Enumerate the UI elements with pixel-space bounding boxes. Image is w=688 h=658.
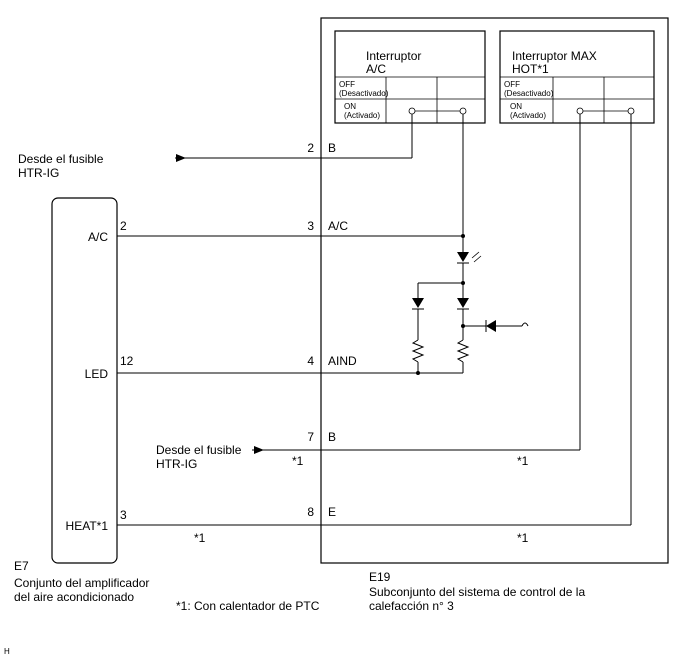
fuse-top-line1: Desde el fusible — [18, 152, 104, 166]
footnote: *1: Con calentador de PTC — [176, 599, 320, 613]
ac-switch-off: OFF — [339, 80, 355, 89]
amp-terminal-ac: A/C — [88, 230, 108, 244]
fuse-top-line2: HTR-IG — [18, 166, 59, 180]
fuse-bottom-line1: Desde el fusible — [156, 443, 242, 457]
ac-switch: Interruptor A/C OFF (Desactivado) ON (Ac… — [334, 30, 486, 124]
resistor-right-icon — [456, 339, 470, 363]
amplifier-name-1: Conjunto del amplificador — [14, 576, 149, 590]
note-pin7-right: *1 — [517, 454, 529, 468]
ac-switch-on-sub: (Activado) — [344, 111, 380, 120]
maxhot-switch-off: OFF — [504, 80, 520, 89]
control-name-1: Subconjunto del sistema de control de la — [369, 585, 585, 599]
side-diode-icon — [486, 320, 496, 332]
control-name-2: calefacción n° 3 — [369, 599, 454, 613]
diode-right-icon — [457, 298, 469, 308]
maxhot-switch-title-1: Interruptor MAX — [512, 49, 597, 63]
ctrl-pin-7: 7 — [307, 430, 314, 444]
ctrl-pin-8: 8 — [307, 505, 314, 519]
note-pin8-left: *1 — [194, 531, 206, 545]
amplifier-name-2: del aire acondicionado — [14, 590, 134, 604]
amplifier-box — [51, 197, 118, 564]
amplifier-code: E7 — [14, 559, 29, 573]
resistor-left-icon — [411, 339, 425, 363]
amp-terminal-led: LED — [85, 367, 109, 381]
ac-switch-title-2: A/C — [366, 62, 386, 76]
note-pin8-right: *1 — [517, 531, 529, 545]
ac-switch-on: ON — [344, 102, 356, 111]
maxhot-switch-on-sub: (Activado) — [510, 111, 546, 120]
ctrl-label-b1: B — [328, 141, 336, 155]
ctrl-label-b2: B — [328, 430, 336, 444]
ac-switch-title-1: Interruptor — [366, 49, 421, 63]
max-hot-switch: Interruptor MAX HOT*1 OFF (Desactivado) … — [499, 30, 655, 124]
fuse-bottom-line2: HTR-IG — [156, 457, 197, 471]
maxhot-switch-off-sub: (Desactivado) — [504, 89, 554, 98]
amp-terminal-heat: HEAT*1 — [66, 519, 109, 533]
control-code: E19 — [369, 570, 391, 584]
amp-pin-led: 12 — [120, 354, 134, 368]
ctrl-pin-4: 4 — [307, 354, 314, 368]
maxhot-switch-title-2: HOT*1 — [512, 62, 549, 76]
ctrl-label-e: E — [328, 505, 336, 519]
corner-mark: H — [4, 647, 10, 656]
ctrl-pin-3: 3 — [307, 219, 314, 233]
maxhot-switch-on: ON — [510, 102, 522, 111]
ctrl-pin-2: 2 — [307, 141, 314, 155]
arrow-top-icon — [176, 154, 186, 162]
arrow-bottom-icon — [254, 446, 264, 454]
amp-pin-ac: 2 — [120, 219, 127, 233]
amp-pin-heat: 3 — [120, 508, 127, 522]
diode-left-icon — [412, 298, 424, 308]
ac-switch-off-sub: (Desactivado) — [339, 89, 389, 98]
ctrl-label-ac: A/C — [328, 219, 348, 233]
note-pin7-left: *1 — [292, 454, 304, 468]
led-icon — [457, 252, 469, 262]
ctrl-label-aind: AIND — [328, 354, 357, 368]
control-subassembly-box — [320, 17, 669, 564]
